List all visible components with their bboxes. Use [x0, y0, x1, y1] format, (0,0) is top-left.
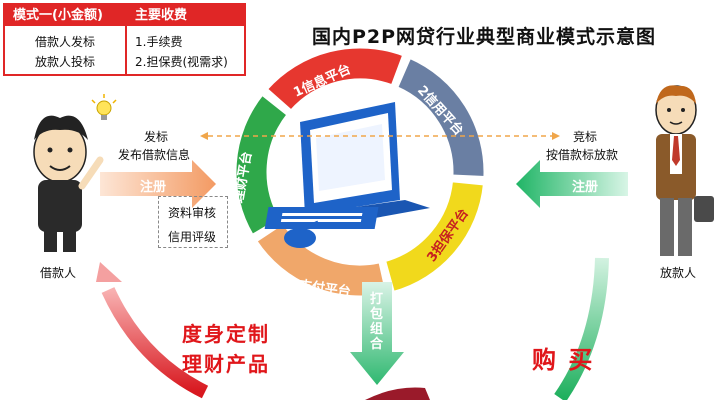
bid-connector	[200, 132, 560, 140]
borrower-avatar	[33, 94, 117, 252]
review-box	[158, 196, 228, 248]
computer-icon	[264, 102, 430, 248]
custom-product-line1: 度身定制	[182, 322, 270, 346]
custom-product-arc	[96, 262, 209, 399]
bottom-product-shape	[365, 387, 430, 400]
fee-line-2: 2.担保费(视需求)	[135, 55, 228, 69]
review-item-credit: 信用评级	[168, 230, 217, 244]
borrower-register-label: 注册	[140, 180, 167, 195]
fee-header: 主要收费	[127, 5, 244, 26]
buy-arc	[554, 257, 609, 400]
page-title: 国内P2P网贷行业典型商业模式示意图	[311, 26, 657, 48]
custom-product-line2: 理财产品	[182, 352, 270, 376]
borrower-action-desc: 发布借款信息	[118, 148, 191, 162]
buy-label: 购 买	[532, 346, 595, 374]
model-info-table: 模式一(小金额) 借款人发标 放款人投标 主要收费 1.手续费 2.担保费(视需…	[3, 3, 246, 76]
fee-line-1: 1.手续费	[135, 35, 183, 49]
model-line-2: 放款人投标	[35, 55, 96, 69]
lender-label: 放款人	[660, 266, 697, 280]
lender-register-arrow	[516, 160, 628, 208]
model-line-1: 借款人发标	[35, 35, 96, 49]
fee-column: 主要收费 1.手续费 2.担保费(视需求)	[127, 5, 244, 74]
borrower-action-title: 发标	[144, 130, 169, 144]
model-column: 模式一(小金额) 借款人发标 放款人投标	[5, 5, 127, 74]
lender-avatar	[655, 85, 714, 256]
ring-segment-guarantee	[382, 179, 487, 295]
borrower-label: 借款人	[40, 266, 77, 280]
lender-register-label: 注册	[572, 180, 599, 195]
review-item-docs: 资料审核	[168, 206, 217, 220]
ring-segment-credit	[394, 55, 487, 180]
lender-action-title: 竞标	[573, 130, 598, 144]
model-header: 模式一(小金额)	[5, 5, 125, 26]
package-label: 打包组合	[370, 292, 384, 352]
lender-action-desc: 按借款标放款	[546, 148, 619, 162]
package-down-arrow	[350, 282, 404, 385]
lightbulb-icon	[91, 94, 117, 120]
ring-segment-finance	[233, 92, 291, 238]
ring-segment-info	[264, 45, 406, 114]
